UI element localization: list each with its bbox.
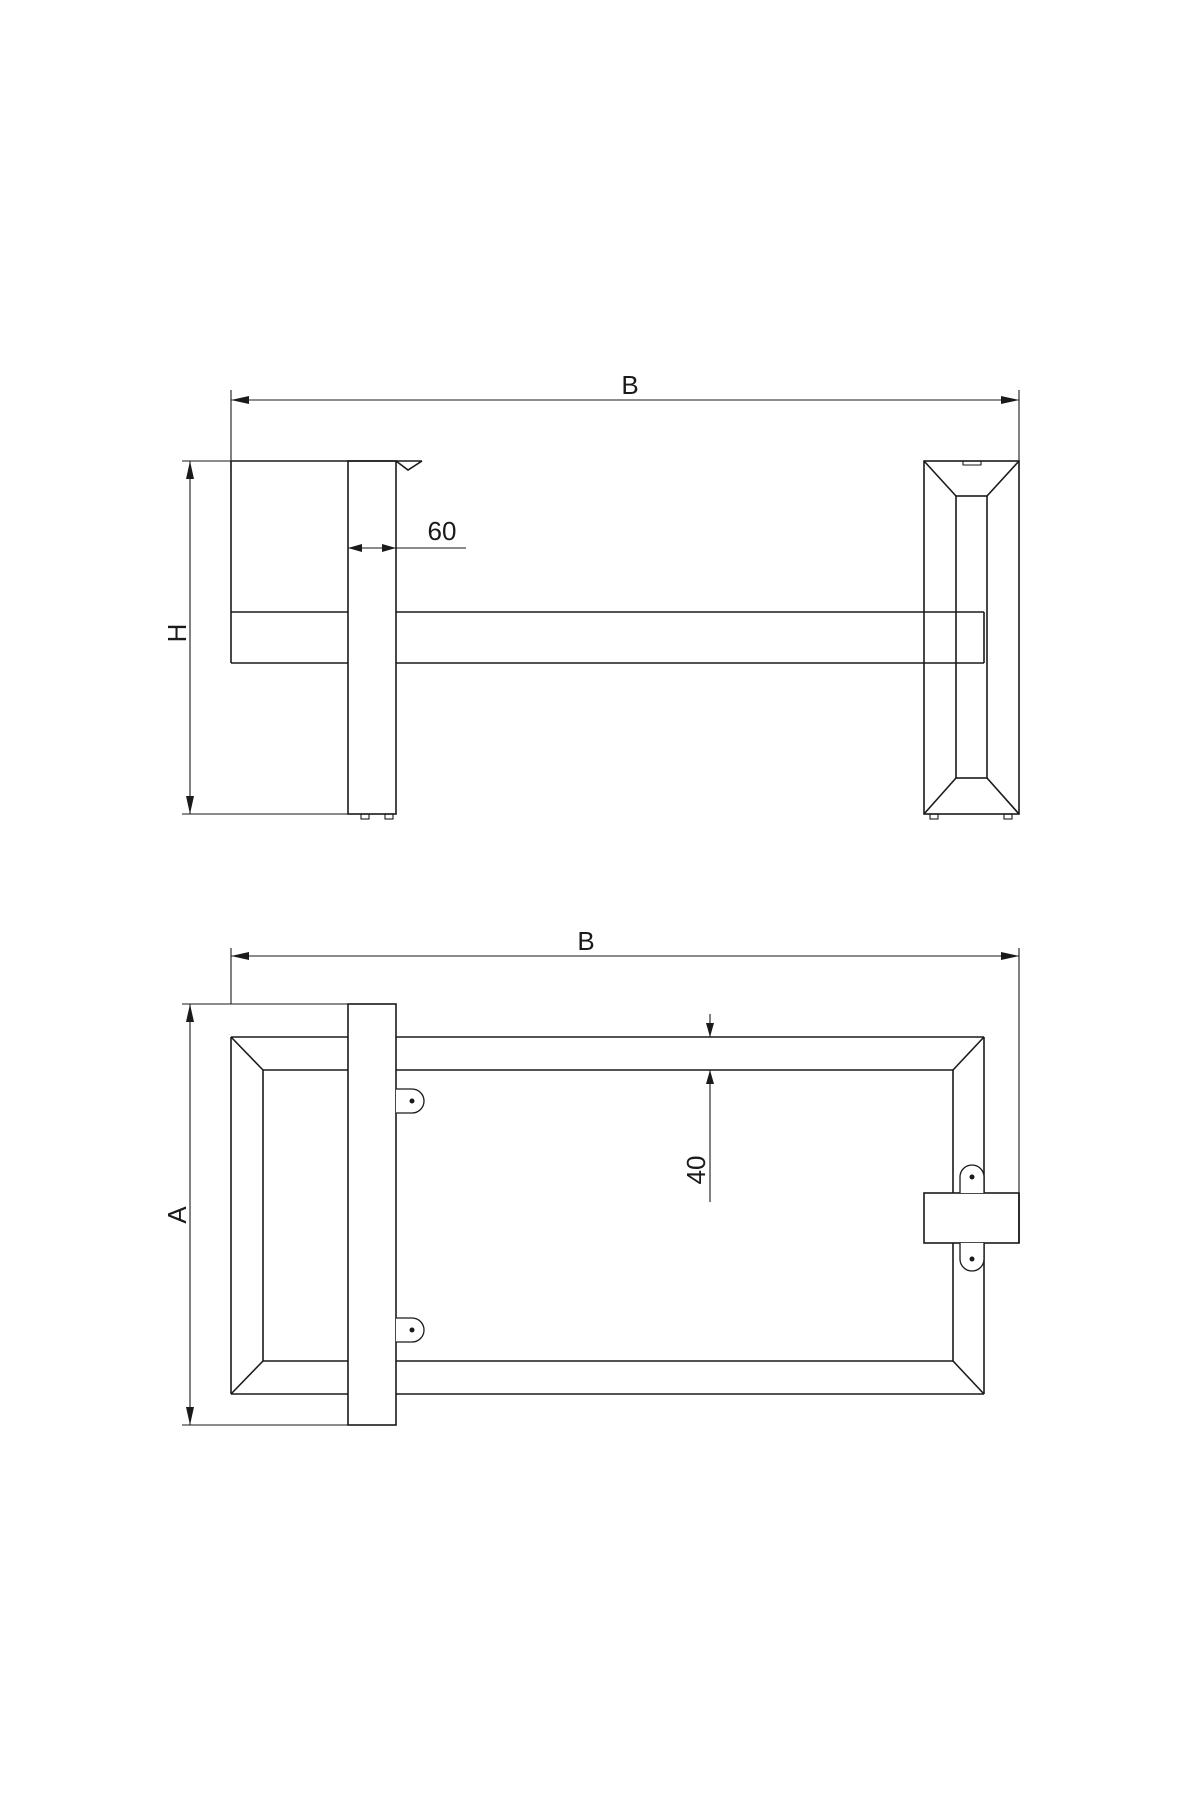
dimension-b-label-side: B xyxy=(621,370,638,400)
mounting-tab-lower-left xyxy=(396,1317,425,1343)
rectangular-frame xyxy=(230,1036,985,1395)
screw-hole-icon xyxy=(969,1174,975,1180)
dimension-h: H xyxy=(162,460,350,815)
screw-hole-icon xyxy=(969,1256,975,1262)
dimension-60-label: 60 xyxy=(428,516,457,546)
dimension-a: A xyxy=(162,1003,350,1426)
dimension-h-label: H xyxy=(162,624,192,643)
dimension-b-top: B xyxy=(230,926,1020,1193)
mounting-tab-upper-left xyxy=(396,1088,425,1114)
wall-plate-left xyxy=(230,460,423,663)
vertical-leg-left-top xyxy=(347,1003,397,1426)
dimension-a-label: A xyxy=(162,1206,192,1224)
horizontal-rail-side xyxy=(231,611,985,664)
end-bracket-right-side xyxy=(923,460,1020,820)
top-view: B A xyxy=(162,926,1020,1426)
dimension-b-label-top: B xyxy=(577,926,594,956)
screw-hole-icon xyxy=(409,1098,415,1104)
screw-hole-icon xyxy=(409,1327,415,1333)
dimension-60: 60 xyxy=(348,516,466,552)
side-view: B H xyxy=(162,370,1020,820)
dimension-b-side: B xyxy=(230,370,1020,470)
dimension-40-label: 40 xyxy=(681,1156,711,1185)
end-bracket-right-top xyxy=(923,1164,1020,1272)
dimension-40: 40 xyxy=(681,1014,714,1202)
vertical-leg-left xyxy=(347,460,397,820)
